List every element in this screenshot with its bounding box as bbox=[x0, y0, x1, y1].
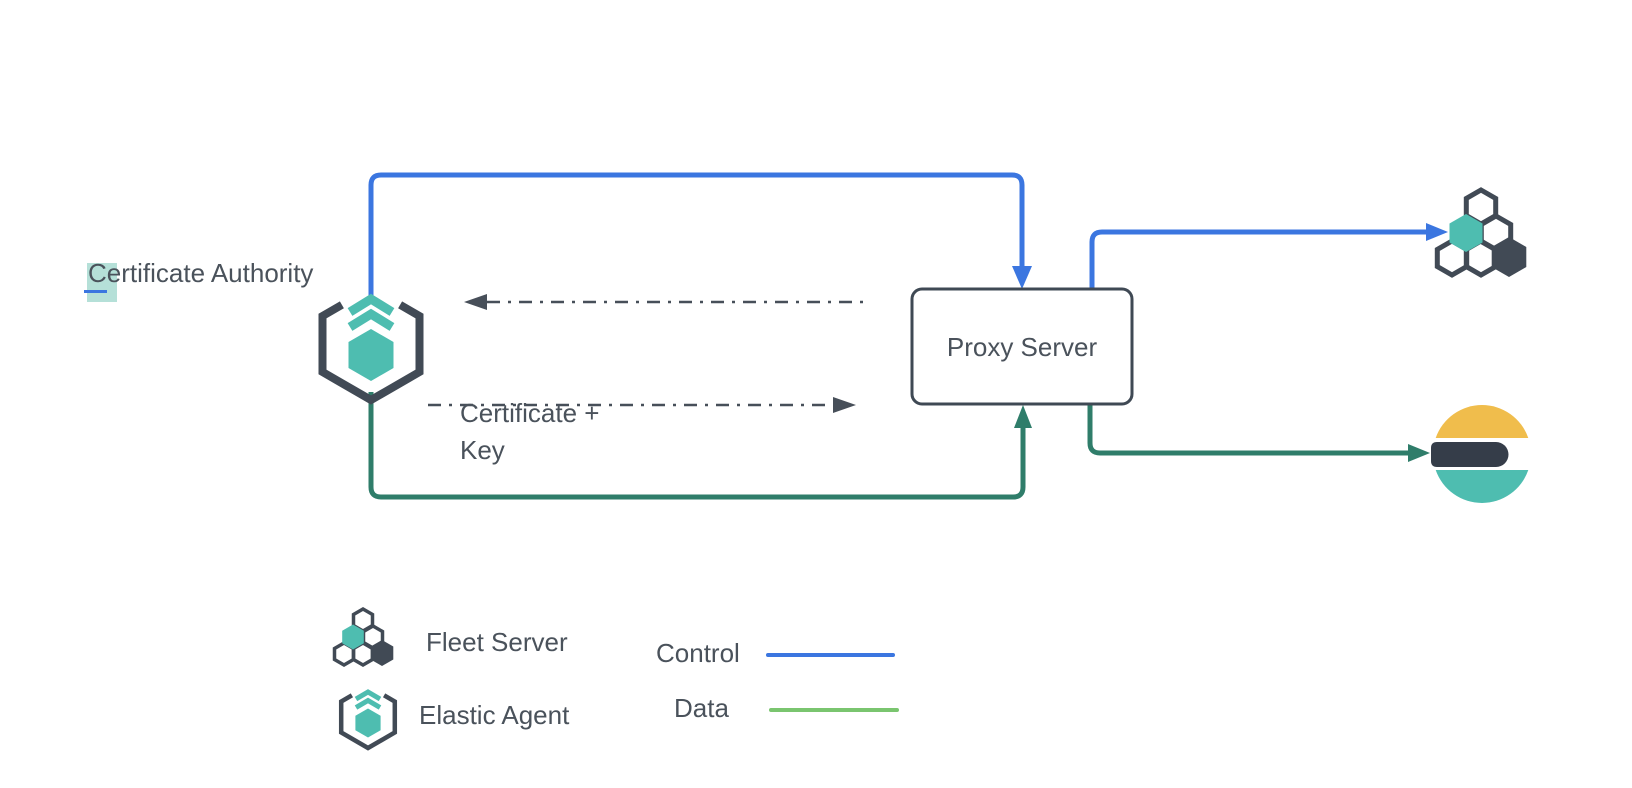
arrowhead-right-icon bbox=[833, 397, 856, 413]
edge-control-ca-to-proxy bbox=[368, 172, 1032, 300]
elasticsearch-bar bbox=[1431, 442, 1509, 467]
elastic-agent-icon bbox=[318, 293, 424, 405]
elasticsearch-top-arc bbox=[1435, 405, 1529, 438]
arrowhead-left-icon bbox=[464, 294, 487, 310]
fleet-hex-teal bbox=[1449, 214, 1483, 252]
fleet-hex-teal bbox=[342, 624, 364, 650]
certificate-authority-label: Certificate Authority bbox=[88, 258, 314, 288]
arrowhead-down-icon bbox=[1012, 266, 1032, 289]
control-line bbox=[368, 172, 1025, 300]
legend-fleet-server-icon bbox=[332, 606, 394, 668]
fleet-hex-dark bbox=[1491, 237, 1527, 277]
text-cursor-underline bbox=[84, 290, 107, 293]
arrowhead-right-icon bbox=[1408, 444, 1430, 462]
elasticsearch-logo bbox=[1431, 405, 1529, 503]
edge-data-ca-to-proxy bbox=[368, 392, 1032, 500]
legend-control-label: Control bbox=[656, 638, 740, 668]
fleet-server-icon bbox=[1434, 187, 1527, 278]
text-selection-highlight bbox=[87, 263, 117, 302]
edge-dashed-ca-to-proxy bbox=[428, 397, 856, 413]
agent-chevron-icon bbox=[347, 293, 395, 316]
agent-chevron-icon bbox=[354, 689, 382, 702]
agent-chevron-icon bbox=[354, 697, 382, 710]
agent-hexagon bbox=[348, 329, 394, 381]
proxy-server-box bbox=[910, 287, 1134, 406]
legend-elastic-agent-icon bbox=[338, 689, 398, 751]
proxy-server-label: Proxy Server bbox=[946, 331, 1098, 362]
data-line bbox=[1087, 404, 1408, 456]
legend-elastic-agent-label: Elastic Agent bbox=[419, 700, 570, 730]
elasticsearch-bottom-arc bbox=[1435, 470, 1529, 503]
agent-hex-bracket bbox=[318, 301, 424, 405]
fleet-hex-dark bbox=[370, 640, 394, 666]
arrowhead-up-icon bbox=[1014, 405, 1032, 428]
arrowhead-right-icon bbox=[1426, 223, 1448, 241]
control-line bbox=[1089, 229, 1426, 289]
data-line bbox=[368, 392, 1026, 500]
edge-data-proxy-to-elasticsearch bbox=[1087, 404, 1430, 462]
legend-fleet-server-label: Fleet Server bbox=[426, 627, 568, 657]
legend-data-label: Data bbox=[674, 693, 729, 723]
edge-control-proxy-to-fleet bbox=[1089, 223, 1448, 289]
agent-hexagon bbox=[355, 708, 381, 738]
edge-dashed-proxy-to-ca bbox=[464, 294, 863, 310]
agent-chevron-icon bbox=[347, 308, 395, 331]
agent-hex-bracket bbox=[338, 693, 398, 751]
certificate-key-label: Certificate + Key bbox=[460, 398, 600, 465]
